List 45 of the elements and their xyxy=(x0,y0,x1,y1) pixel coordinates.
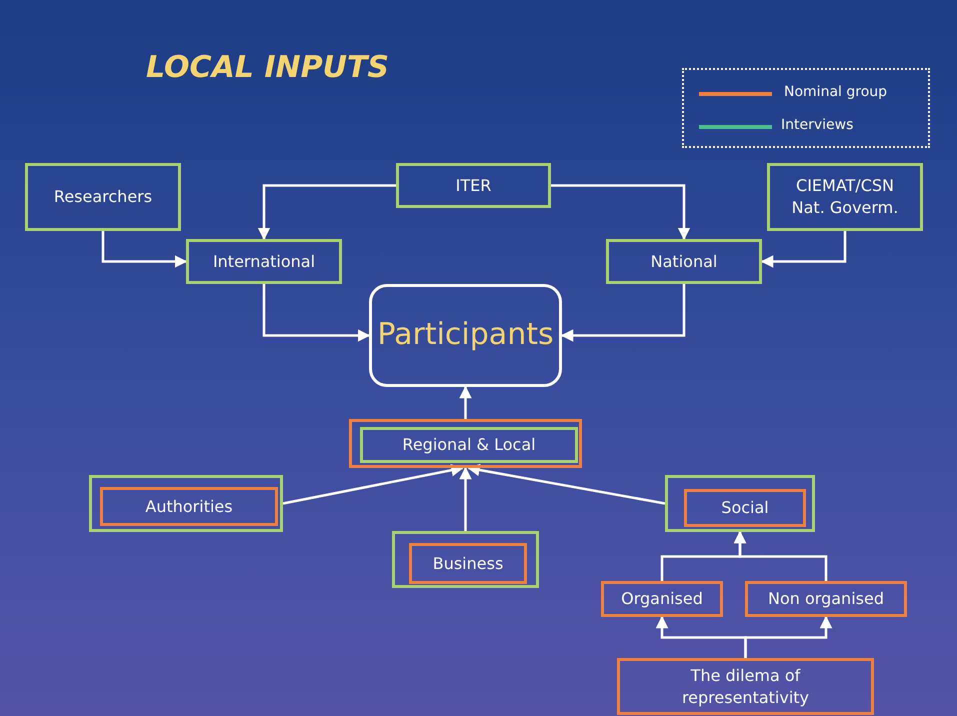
arrow xyxy=(560,284,686,342)
slide-title: LOCAL INPUTS xyxy=(146,50,390,85)
box-label: Social xyxy=(721,497,769,519)
legend-label: Interviews xyxy=(781,117,854,133)
labeled-box xyxy=(100,487,278,526)
arrow xyxy=(467,464,666,505)
box-label: Organised xyxy=(621,588,703,610)
rounded-box xyxy=(369,284,562,387)
box-label: Regional & Local xyxy=(402,434,536,456)
box-label: ITER xyxy=(456,174,492,196)
frame-box xyxy=(349,419,582,468)
arrow xyxy=(459,386,472,419)
arrow xyxy=(102,231,188,268)
arrow xyxy=(282,464,464,505)
box-label: Business xyxy=(432,552,504,574)
arrow xyxy=(551,184,690,240)
box-label: International xyxy=(212,250,316,272)
arrow xyxy=(262,284,370,342)
labeled-box xyxy=(767,163,923,231)
labeled-box xyxy=(601,581,723,617)
labeled-box xyxy=(396,163,551,208)
box-label: Authorities xyxy=(145,496,233,518)
labeled-box xyxy=(25,163,181,231)
labeled-box xyxy=(409,543,527,584)
labeled-box xyxy=(745,581,907,617)
labeled-box xyxy=(684,489,806,527)
labeled-box xyxy=(606,239,762,284)
labeled-box xyxy=(360,427,578,463)
labeled-box xyxy=(617,658,874,715)
box-label: Researchers xyxy=(54,186,152,208)
arrow xyxy=(760,231,846,268)
box-label: National xyxy=(650,250,718,272)
frame-box xyxy=(392,531,539,588)
box-label: The dilema of representativity xyxy=(680,664,810,708)
box-label: Non organised xyxy=(768,588,884,610)
legend-label: Nominal group xyxy=(784,84,888,100)
frame-box xyxy=(665,475,815,532)
frame-box xyxy=(89,475,283,532)
box-label: Participants xyxy=(377,316,554,354)
arrow xyxy=(744,616,832,658)
labeled-box xyxy=(186,239,342,284)
arrow xyxy=(258,184,396,240)
arrow xyxy=(734,530,828,581)
arrow xyxy=(459,466,472,531)
box-label: CIEMAT/CSN Nat. Goverm. xyxy=(790,175,900,219)
